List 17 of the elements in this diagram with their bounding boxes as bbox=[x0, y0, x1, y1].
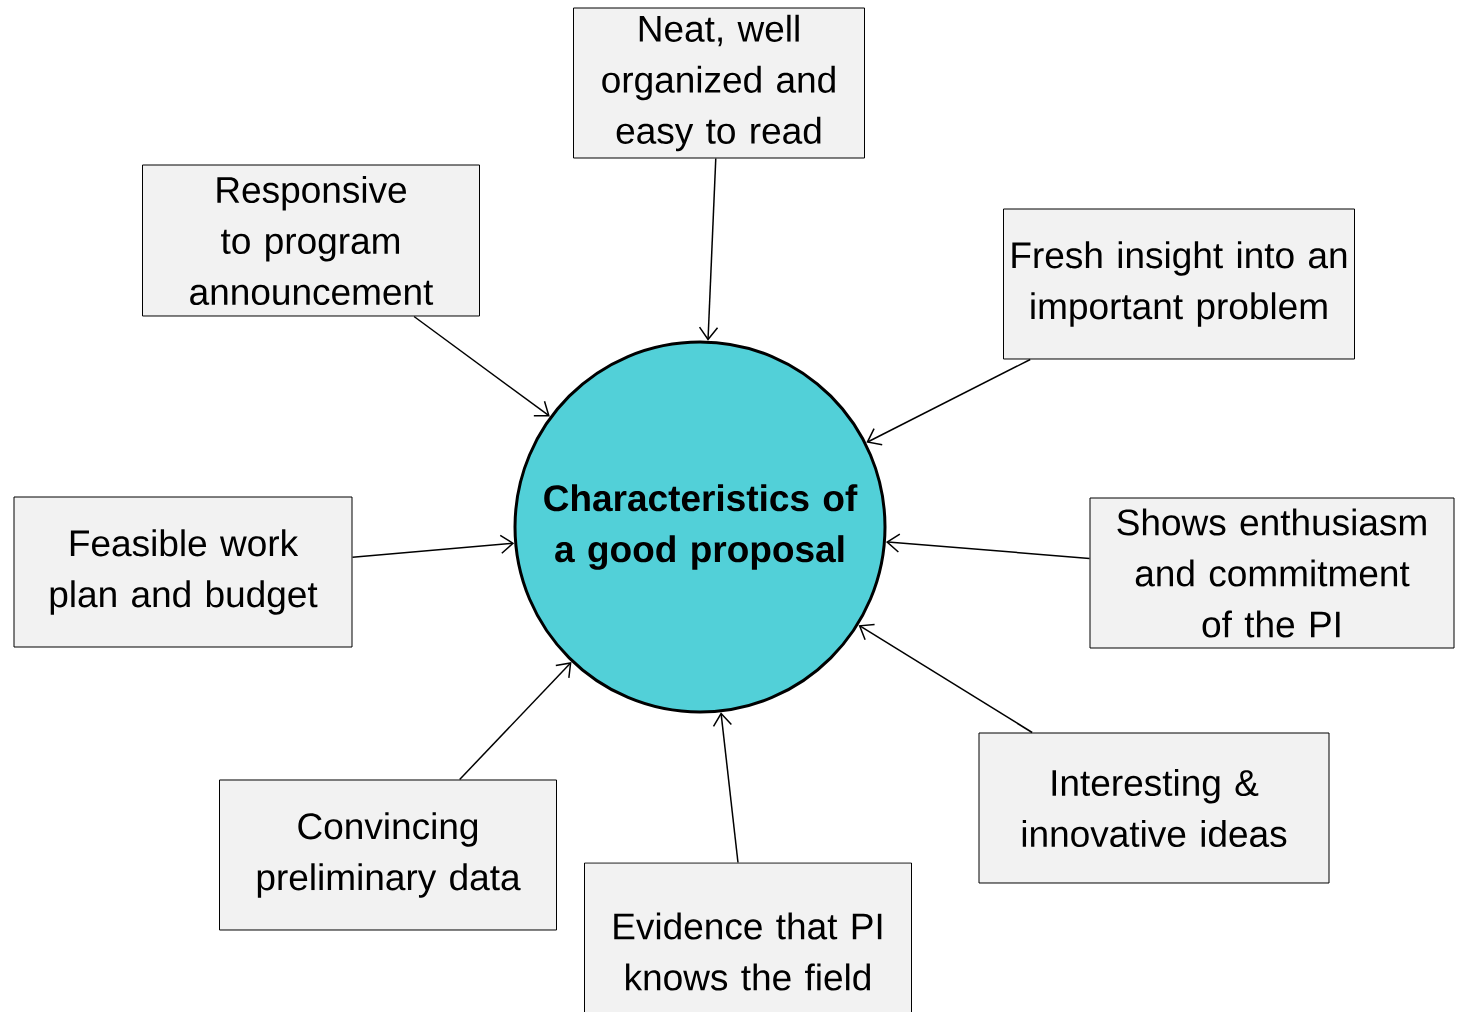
arrow bbox=[712, 712, 739, 864]
arrow bbox=[866, 358, 1031, 446]
text-box: Fresh insight into an important problem bbox=[1003, 208, 1355, 360]
arrow bbox=[698, 157, 719, 341]
text-box: Convincing preliminary data bbox=[219, 779, 557, 931]
arrow bbox=[858, 623, 1033, 734]
text-box: Interesting & innovative ideas bbox=[978, 732, 1330, 884]
text-box: Neat, well organized and easy to read bbox=[573, 7, 865, 159]
text-box: Feasible work plan and budget bbox=[13, 496, 353, 648]
circle-node: Characteristics of a good proposal bbox=[513, 340, 887, 714]
arrow bbox=[458, 662, 572, 781]
arrow bbox=[885, 533, 1091, 560]
text-box: Responsive to program announcement bbox=[142, 164, 480, 317]
text-box: Shows enthusiasm and commitment of the PI bbox=[1089, 497, 1455, 649]
arrow bbox=[413, 315, 550, 417]
arrow bbox=[351, 534, 515, 559]
text-box: Evidence that PI knows the field bbox=[584, 862, 912, 1012]
